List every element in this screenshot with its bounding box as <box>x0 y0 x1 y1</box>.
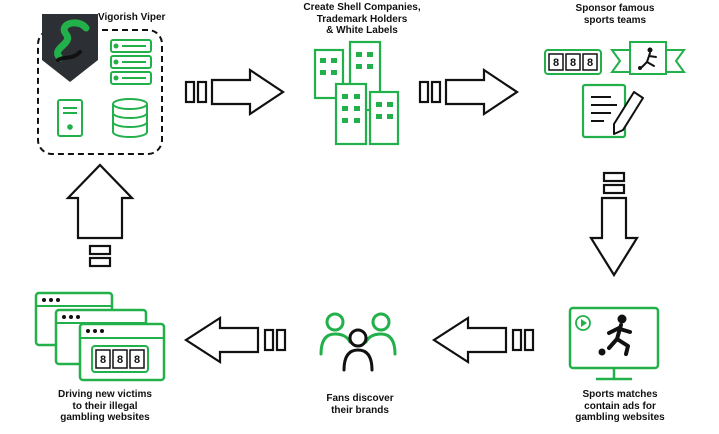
slot-digit: 8 <box>587 57 593 69</box>
slot-digit: 8 <box>117 354 123 366</box>
office-buildings-icon <box>313 40 400 146</box>
flow-arrow-down <box>589 171 639 278</box>
slot-digit: 8 <box>570 57 576 69</box>
infrastructure-dashed-box <box>37 29 163 155</box>
flow-arrow-right <box>418 67 519 117</box>
flow-arrow-left <box>431 315 535 365</box>
database-icon <box>112 98 148 138</box>
contract-pen-icon <box>581 83 644 139</box>
tv-screen-icon <box>568 306 660 381</box>
shell-label: Create Shell Companies, Trademark Holder… <box>303 2 421 36</box>
flow-arrow-right <box>184 67 285 117</box>
flow-arrow-left <box>183 315 287 365</box>
server-rack-icon <box>110 39 152 85</box>
slot-reel-icon: 8 8 8 <box>544 49 602 75</box>
browser-windows-icon: 8 8 8 <box>34 291 166 382</box>
slot-reel-icon: 8 8 8 <box>91 345 149 373</box>
people-group-icon <box>319 312 397 372</box>
flow-arrow-up <box>65 163 135 268</box>
slot-digit: 8 <box>134 354 140 366</box>
snake-shield-logo <box>42 14 98 82</box>
football-player-icon <box>598 314 632 356</box>
slot-digit: 8 <box>100 354 106 366</box>
viper-label: Vigorish Viper <box>98 12 166 23</box>
sponsor-label: Sponsor famous sports teams <box>575 3 655 26</box>
fans-label: Fans discover their brands <box>326 393 394 416</box>
slot-digit: 8 <box>553 57 559 69</box>
computer-tower-icon <box>57 99 83 137</box>
play-button-icon <box>575 315 591 331</box>
viper-cluster <box>37 14 163 155</box>
football-player-banner-icon <box>610 41 686 75</box>
victims-label: Driving new victims to their illegal gam… <box>58 389 152 423</box>
matches-label: Sports matches contain ads for gambling … <box>575 389 665 423</box>
